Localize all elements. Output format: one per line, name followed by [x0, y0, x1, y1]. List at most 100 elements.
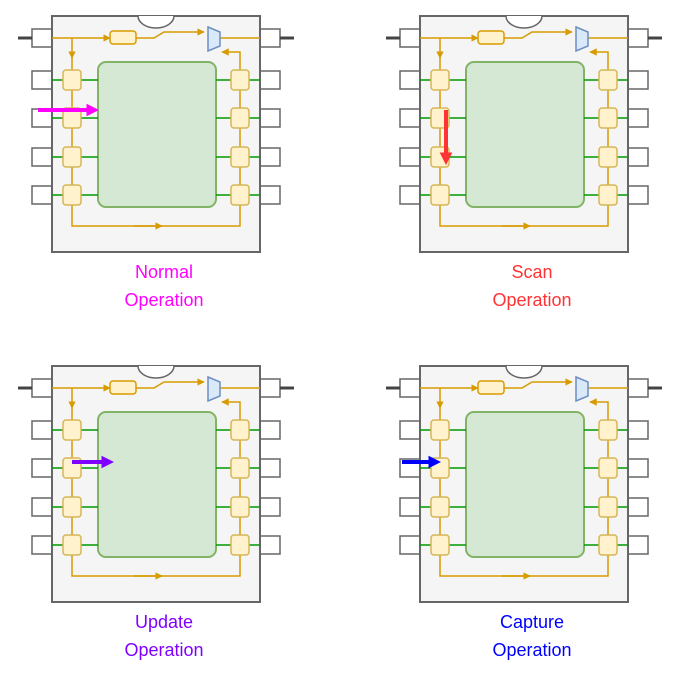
scan-seg-to-mux	[136, 28, 205, 39]
caption-line2: Operation	[124, 290, 204, 310]
pin-right	[259, 535, 281, 555]
pin-left	[399, 420, 421, 440]
chip-diagram-scan	[386, 15, 662, 253]
scan-seg-to-mux	[504, 28, 573, 39]
pin-right	[259, 420, 281, 440]
pin-left	[31, 535, 53, 555]
pin-left	[399, 378, 421, 398]
caption-normal: Normal Operation	[14, 258, 314, 314]
core-logic	[465, 411, 585, 558]
panel-update-operation: Update Operation	[14, 360, 314, 690]
scan-up-to-mux	[589, 48, 609, 66]
pin-right	[627, 185, 649, 205]
boundary-cells	[430, 419, 618, 556]
pin-right	[259, 147, 281, 167]
pin-left	[399, 147, 421, 167]
caption-update: Update Operation	[14, 608, 314, 664]
left-pins	[399, 28, 421, 205]
boundary-cell-right	[598, 457, 618, 479]
boundary-cell-left	[62, 69, 82, 91]
pin-left	[399, 70, 421, 90]
pin-right	[627, 28, 649, 48]
scan-up-to-mux	[221, 48, 241, 66]
caption-capture: Capture Operation	[382, 608, 674, 664]
pin-left	[399, 535, 421, 555]
scan-up-to-mux	[221, 398, 241, 416]
pin-right	[627, 458, 649, 478]
panel-normal-operation: Normal Operation	[14, 10, 314, 340]
caption-line2: Operation	[492, 290, 572, 310]
pin-right	[627, 147, 649, 167]
right-pins	[259, 378, 281, 555]
pin-right	[259, 378, 281, 398]
bypass-register	[109, 30, 137, 45]
boundary-cell-right	[230, 184, 250, 206]
pin-left	[31, 420, 53, 440]
chip-diagram-update	[18, 365, 294, 603]
chip-notch	[137, 365, 175, 379]
boundary-cell-right	[598, 184, 618, 206]
pin-left	[31, 378, 53, 398]
boundary-cell-left	[62, 496, 82, 518]
scan-up-to-mux	[589, 398, 609, 416]
boundary-cell-right	[598, 496, 618, 518]
boundary-cell-left	[62, 534, 82, 556]
pin-left	[31, 28, 53, 48]
caption-line1: Capture	[499, 612, 565, 632]
chip-diagram-normal	[18, 15, 294, 253]
scan-seg-to-mux	[136, 378, 205, 389]
scan-seg-to-mux	[504, 378, 573, 389]
chip-notch	[505, 15, 543, 29]
pin-left	[31, 70, 53, 90]
boundary-cell-right	[598, 534, 618, 556]
pin-left	[31, 458, 53, 478]
chip-diagram-capture	[386, 365, 662, 603]
caption-scan: Scan Operation	[382, 258, 674, 314]
boundary-cell-left	[62, 419, 82, 441]
boundary-cell-right	[230, 107, 250, 129]
boundary-cell-left	[430, 534, 450, 556]
scan-chain	[420, 28, 628, 230]
pin-left	[31, 497, 53, 517]
pin-right	[259, 28, 281, 48]
boundary-cell-left	[430, 419, 450, 441]
pin-right	[259, 108, 281, 128]
pin-right	[259, 497, 281, 517]
boundary-cells	[62, 69, 250, 206]
boundary-cell-right	[230, 534, 250, 556]
core-logic	[97, 411, 217, 558]
boundary-cell-right	[230, 496, 250, 518]
boundary-cell-right	[230, 457, 250, 479]
pin-right	[627, 108, 649, 128]
boundary-cell-left	[62, 184, 82, 206]
pin-left	[399, 185, 421, 205]
boundary-cell-left	[430, 496, 450, 518]
boundary-cell-right	[230, 419, 250, 441]
boundary-cell-left	[62, 146, 82, 168]
right-pins	[627, 378, 649, 555]
pin-right	[627, 420, 649, 440]
caption-line1: Update	[134, 612, 194, 632]
pin-right	[259, 70, 281, 90]
boundary-cell-left	[430, 69, 450, 91]
chip-notch	[137, 15, 175, 29]
boundary-cell-right	[598, 419, 618, 441]
panel-capture-operation: Capture Operation	[382, 360, 674, 690]
pin-left	[31, 185, 53, 205]
left-pins	[31, 378, 53, 555]
caption-line2: Operation	[492, 640, 572, 660]
pin-left	[399, 497, 421, 517]
bypass-register	[109, 380, 137, 395]
caption-line1: Scan	[511, 262, 553, 282]
output-mux	[575, 375, 589, 403]
pin-right	[627, 70, 649, 90]
output-mux	[207, 375, 221, 403]
pin-right	[627, 497, 649, 517]
pin-right	[259, 458, 281, 478]
boundary-cell-right	[598, 107, 618, 129]
boundary-cell-right	[598, 146, 618, 168]
panel-scan-operation: Scan Operation	[382, 10, 674, 340]
right-pins	[627, 28, 649, 205]
left-pins	[399, 378, 421, 555]
pin-right	[259, 185, 281, 205]
